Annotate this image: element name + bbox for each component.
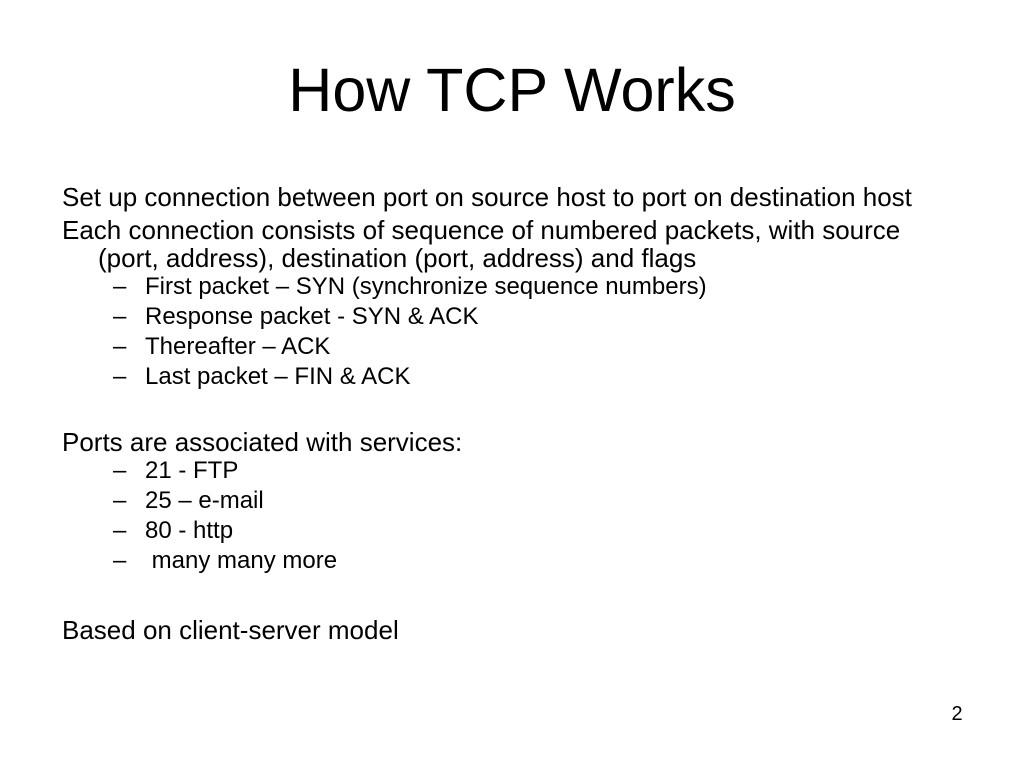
- dash-bullet: –: [113, 333, 127, 360]
- list-item-text: Response packet - SYN & ACK: [145, 303, 479, 330]
- list-item: – First packet – SYN (synchronize sequen…: [62, 272, 954, 302]
- list-item: – many many more: [62, 546, 954, 576]
- dash-bullet: –: [113, 363, 127, 390]
- dash-bullet: –: [113, 303, 127, 330]
- list-item-text: Last packet – FIN & ACK: [145, 363, 411, 390]
- paragraph-ports-services: Ports are associated with services:: [62, 427, 463, 457]
- page-number: 2: [951, 703, 963, 725]
- dash-bullet: –: [113, 457, 127, 484]
- paragraph-each-connection: Each connection consists of sequence of …: [62, 215, 901, 273]
- port-bullet-list: – 21 - FTP – 25 – e-mail – 80 - http – m…: [62, 456, 954, 576]
- list-item-text: First packet – SYN (synchronize sequence…: [145, 273, 707, 300]
- list-item-text: many many more: [145, 547, 338, 574]
- list-item: – Thereafter – ACK: [62, 332, 954, 362]
- list-item-text: Thereafter – ACK: [145, 333, 331, 360]
- list-item: – Last packet – FIN & ACK: [62, 362, 954, 392]
- list-item: – 25 – e-mail: [62, 486, 954, 516]
- paragraph-setup-connection: Set up connection between port on source…: [62, 182, 912, 212]
- dash-bullet: –: [113, 273, 127, 300]
- dash-bullet: –: [113, 547, 127, 574]
- list-item: – 21 - FTP: [62, 456, 954, 486]
- list-item: – 80 - http: [62, 516, 954, 546]
- slide-body: Set up connection between port on source…: [62, 183, 954, 644]
- packet-bullet-list: – First packet – SYN (synchronize sequen…: [62, 272, 954, 392]
- list-item-text: 25 – e-mail: [145, 487, 264, 514]
- list-item: – Response packet - SYN & ACK: [62, 302, 954, 332]
- list-item-text: 21 - FTP: [145, 457, 239, 484]
- dash-bullet: –: [113, 487, 127, 514]
- dash-bullet: –: [113, 517, 127, 544]
- slide-title: How TCP Works: [288, 56, 736, 124]
- list-item-text: 80 - http: [145, 517, 234, 544]
- paragraph-client-server: Based on client-server model: [62, 615, 399, 645]
